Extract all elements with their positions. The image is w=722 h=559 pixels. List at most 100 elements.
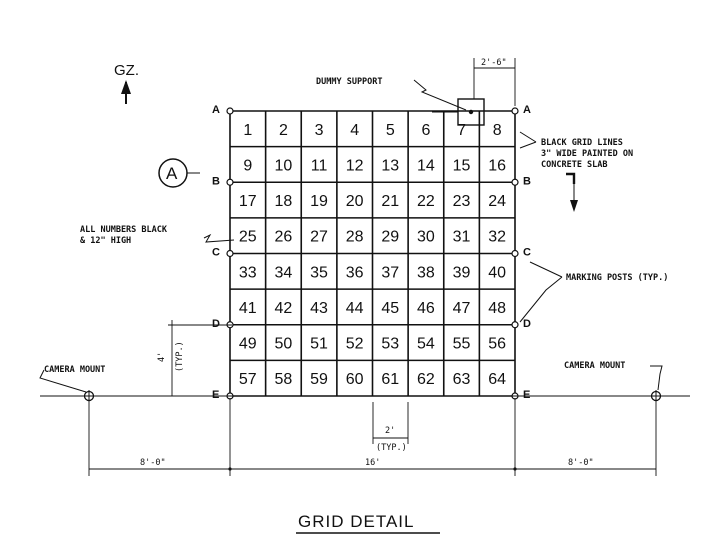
- grid-cell-number: 8: [493, 122, 502, 139]
- grid-cell-number: 45: [381, 300, 399, 317]
- grid-cell-number: 22: [417, 193, 435, 210]
- row-letter-left: E: [212, 389, 219, 401]
- grid-cell-number: 31: [453, 229, 471, 246]
- camera-mount-left: CAMERA MOUNT: [39, 365, 105, 402]
- row-letter-right: A: [523, 104, 531, 116]
- row-letter-left: C: [212, 247, 220, 259]
- numbers-note-line1: ALL NUMBERS BLACK: [80, 225, 168, 235]
- grid-cell-number: 30: [417, 229, 435, 246]
- dim-right-label: 8'-0": [568, 458, 594, 468]
- grid-cell-number: 35: [310, 264, 328, 281]
- grid-cell-number: 56: [488, 336, 506, 353]
- grid-cell-number: 9: [243, 157, 252, 174]
- grid-cell-number: 37: [381, 264, 399, 281]
- dummy-width-label: 2'-6": [481, 58, 507, 68]
- camera-mount-left-label: CAMERA MOUNT: [44, 365, 105, 375]
- grid-cell-number: 39: [453, 264, 471, 281]
- grid-cell-number: 54: [417, 336, 435, 353]
- row-letter-right: D: [523, 318, 531, 330]
- grid-cell-number: 58: [275, 371, 293, 388]
- grid-cell-number: 27: [310, 229, 328, 246]
- grid-cell-number: 40: [488, 264, 506, 281]
- grid-cell-number: 38: [417, 264, 435, 281]
- marking-post-icon: [226, 107, 234, 115]
- grid-cell-number: 48: [488, 300, 506, 317]
- cell-dimension: 2' (TYP.): [372, 402, 409, 453]
- marking-posts-note: MARKING POSTS (TYP.): [519, 261, 668, 323]
- row-letter-left: D: [212, 318, 220, 330]
- grid-cell-number: 13: [381, 157, 399, 174]
- grid-cell-number: 15: [453, 157, 471, 174]
- row-letter-right: B: [523, 175, 531, 187]
- grid-cell-number: 51: [310, 336, 328, 353]
- row-letter-right: C: [523, 247, 531, 259]
- grid-lines: [229, 110, 516, 397]
- grid-cell-number: 61: [381, 371, 399, 388]
- grid-cell-number: 50: [275, 336, 293, 353]
- north-arrow-head-icon: [121, 80, 131, 94]
- marking-post-icon: [226, 178, 234, 186]
- grid-lines-note-line1: BLACK GRID LINES: [541, 138, 623, 148]
- grid-cell-number: 60: [346, 371, 364, 388]
- grid-lines-note-leader: [519, 131, 537, 149]
- section-cut-mark-icon: [566, 172, 576, 184]
- grid-cell-number: 63: [453, 371, 471, 388]
- dummy-support-leader: [413, 79, 467, 111]
- grid-cell-number: 23: [453, 193, 471, 210]
- grid-cell-number: 32: [488, 229, 506, 246]
- grid-cell-number: 4: [350, 122, 359, 139]
- camera-mount-right-leader: [650, 365, 663, 391]
- row-letters-right: A B C D E: [511, 104, 531, 401]
- grid-cell-number: 62: [417, 371, 435, 388]
- grid-cell-number: 41: [239, 300, 257, 317]
- marking-post-icon: [511, 107, 519, 115]
- cell-dim-label: 2': [385, 426, 395, 436]
- grid-cell-number: 18: [275, 193, 293, 210]
- height-dimension: 4' (TYP.): [157, 320, 232, 396]
- row-letter-right: E: [523, 389, 530, 401]
- grid-cell-number: 34: [275, 264, 293, 281]
- grid-lines-note: BLACK GRID LINES 3" WIDE PAINTED ON CONC…: [519, 131, 633, 212]
- grid-lines-note-line3: CONCRETE SLAB: [541, 160, 608, 170]
- dummy-support-label: DUMMY SUPPORT: [316, 77, 383, 87]
- grid-cell-number: 33: [239, 264, 257, 281]
- numbers-note: ALL NUMBERS BLACK & 12" HIGH: [80, 225, 235, 246]
- grid-cell-number: 53: [381, 336, 399, 353]
- grid-cell-number: 21: [381, 193, 399, 210]
- height-dim-typ: (TYP.): [175, 341, 185, 372]
- grid-cell-number: 42: [275, 300, 293, 317]
- grid-cell-number: 16: [488, 157, 506, 174]
- grid-lines-note-line2: 3" WIDE PAINTED ON: [541, 149, 633, 159]
- grid-cell-number: 57: [239, 371, 257, 388]
- marking-posts-label: MARKING POSTS (TYP.): [566, 273, 668, 283]
- grid-cell-number: 59: [310, 371, 328, 388]
- marking-post-icon: [511, 178, 519, 186]
- grid-cell-number: 26: [275, 229, 293, 246]
- grid-cell-number: 55: [453, 336, 471, 353]
- numbers-note-leader: [203, 233, 235, 243]
- grid-cell-number: 43: [310, 300, 328, 317]
- grid-cell-number: 36: [346, 264, 364, 281]
- grid-cell-number: 25: [239, 229, 257, 246]
- grid-cell-number: 19: [310, 193, 328, 210]
- camera-mount-left-leader: [39, 369, 87, 393]
- section-marker: A: [158, 158, 200, 188]
- dummy-support-point: [468, 109, 474, 115]
- dim-center-label: 16': [365, 458, 380, 468]
- marking-post-icon: [511, 321, 519, 329]
- grid-cell-number: 20: [346, 193, 364, 210]
- dim-left-label: 8'-0": [140, 458, 166, 468]
- grid-cell-number: 6: [421, 122, 430, 139]
- grid-cell-number: 12: [346, 157, 364, 174]
- grid-cell-number: 28: [346, 229, 364, 246]
- grid-cell-number: 52: [346, 336, 364, 353]
- marking-posts-leader: [519, 261, 563, 323]
- grid-cell-number: 3: [315, 122, 324, 139]
- north-arrow: GZ.: [114, 62, 139, 104]
- grid-cell-number: 7: [457, 122, 466, 139]
- grid-cell-number: 11: [311, 157, 328, 174]
- row-letter-left: A: [212, 104, 220, 116]
- cell-dim-typ: (TYP.): [376, 443, 407, 453]
- grid-cell-number: 2: [279, 122, 288, 139]
